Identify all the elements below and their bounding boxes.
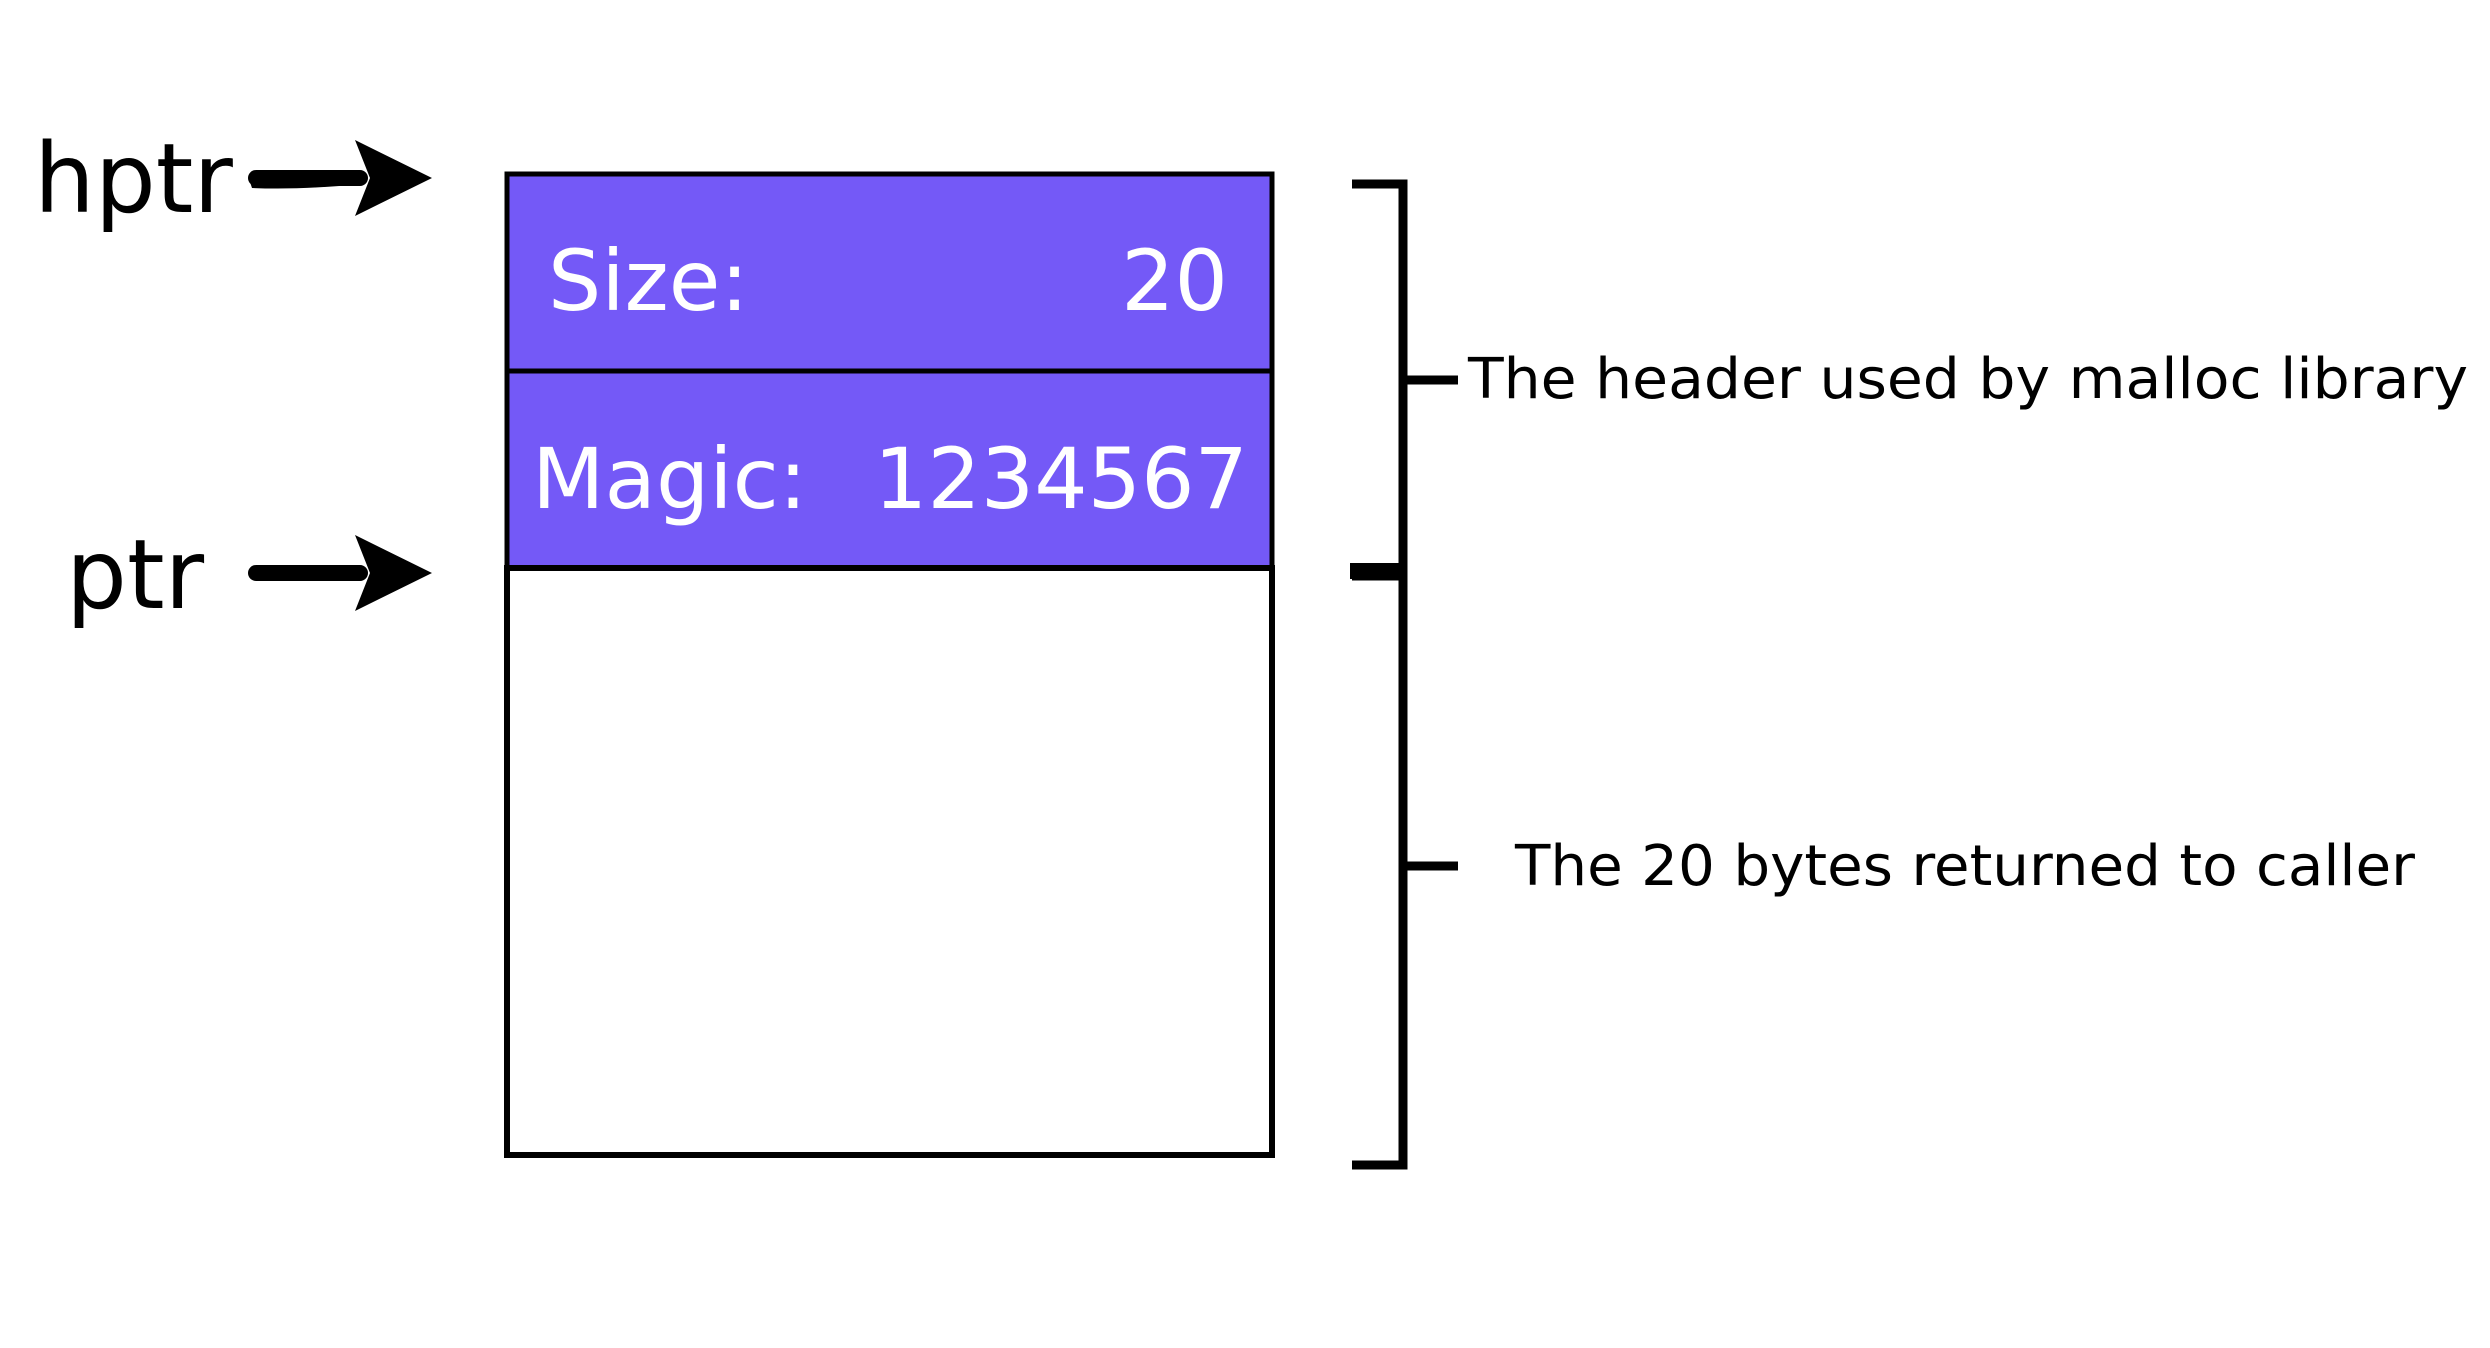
payload-brace [1352, 571, 1458, 1170]
magic-cell [504, 368, 1275, 571]
ptr-label: ptr [66, 519, 205, 631]
hptr-label: hptr [34, 123, 233, 235]
payload-block [504, 565, 1275, 1158]
hptr-arrow-icon [248, 140, 432, 216]
header-brace [1352, 179, 1458, 575]
payload-annotation: The 20 bytes returned to caller [1514, 834, 2416, 899]
header-block [504, 171, 1275, 571]
size-value: 20 [1121, 232, 1228, 330]
magic-value: 1234567 [874, 430, 1248, 528]
size-cell [504, 171, 1275, 374]
size-label: Size: [548, 232, 749, 330]
header-annotation: The header used by malloc library [1467, 347, 2468, 412]
ptr-arrow-icon [248, 535, 432, 611]
magic-label: Magic: [532, 430, 807, 528]
brace-joint [1350, 563, 1405, 579]
